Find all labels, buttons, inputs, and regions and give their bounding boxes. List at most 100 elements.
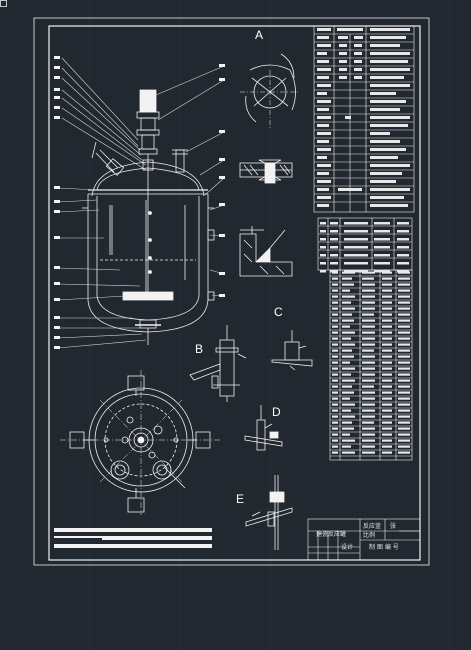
detail-b-view bbox=[189, 325, 247, 402]
parts-row-text-bar bbox=[332, 325, 338, 328]
parts-row-text-bar bbox=[332, 379, 338, 382]
parts-list-rows bbox=[330, 275, 412, 457]
detail-a-view bbox=[240, 53, 300, 130]
parts-row-text-bar bbox=[362, 307, 375, 310]
title-block-drawn: 设计 bbox=[341, 544, 354, 551]
parts-row-text-bar bbox=[382, 325, 392, 328]
parts-row-text-bar bbox=[342, 361, 350, 364]
parts-row-text-bar bbox=[362, 319, 375, 322]
parts-header-text-bar bbox=[344, 238, 368, 241]
parts-row-text-bar bbox=[362, 325, 375, 328]
parts-row-text-bar bbox=[362, 361, 375, 364]
parts-row-text-bar bbox=[398, 379, 410, 382]
parts-row-text-bar bbox=[342, 397, 350, 400]
detail-weld-section bbox=[239, 226, 293, 277]
parts-header-text-bar bbox=[330, 270, 338, 273]
parts-row-text-bar bbox=[398, 271, 410, 274]
parts-row-text-bar bbox=[342, 385, 352, 388]
parts-row-text-bar bbox=[382, 277, 392, 280]
detail-d-view bbox=[244, 405, 283, 451]
parts-row-text-bar bbox=[342, 439, 355, 442]
parts-row-text-bar bbox=[332, 331, 338, 334]
technical-notes bbox=[54, 528, 212, 548]
parts-row-text-bar bbox=[398, 331, 410, 334]
parts-row-text-bar bbox=[332, 301, 338, 304]
parts-row-text-bar bbox=[382, 307, 392, 310]
parts-row-text-bar bbox=[362, 397, 375, 400]
title-block-name: 反应釜 bbox=[363, 523, 382, 530]
parts-row-text-bar bbox=[398, 433, 410, 436]
parts-header-text-bar bbox=[374, 254, 390, 257]
parts-row-text-bar bbox=[362, 415, 375, 418]
parts-row-text-bar bbox=[382, 367, 392, 370]
parts-header-text-bar bbox=[397, 262, 409, 265]
parts-row-text-bar bbox=[382, 361, 392, 364]
title-block-sheet: 张 bbox=[390, 523, 397, 530]
parts-row-text-bar bbox=[382, 283, 392, 286]
detail-flange-section bbox=[239, 159, 293, 184]
parts-row-text-bar bbox=[398, 295, 410, 298]
parts-row-text-bar bbox=[342, 451, 355, 454]
parts-header-text-bar bbox=[344, 270, 368, 273]
parts-header-text-bar bbox=[330, 246, 338, 249]
parts-row-text-bar bbox=[398, 421, 410, 424]
detail-label-a: A bbox=[255, 28, 264, 42]
vessel-plan-view bbox=[60, 370, 222, 515]
parts-row-text-bar bbox=[332, 391, 338, 394]
parts-header-text-bar bbox=[330, 230, 338, 233]
parts-header-text-bar bbox=[397, 230, 409, 233]
parts-row-text-bar bbox=[332, 289, 338, 292]
parts-row-text-bar bbox=[382, 373, 392, 376]
parts-row-text-bar bbox=[342, 409, 351, 412]
parts-row-text-bar bbox=[398, 403, 410, 406]
parts-row-text-bar bbox=[362, 289, 375, 292]
parts-row-text-bar bbox=[342, 391, 354, 394]
parts-row-text-bar bbox=[398, 325, 410, 328]
parts-row-text-bar bbox=[382, 355, 392, 358]
parts-row-text-bar bbox=[332, 361, 338, 364]
parts-header-text-bar bbox=[397, 246, 409, 249]
parts-row-text-bar bbox=[362, 343, 375, 346]
parts-row-text-bar bbox=[362, 367, 375, 370]
parts-row-text-bar bbox=[342, 373, 351, 376]
parts-row-text-bar bbox=[398, 349, 410, 352]
parts-row-text-bar bbox=[382, 343, 392, 346]
title-block bbox=[307, 518, 421, 561]
parts-row-text-bar bbox=[342, 319, 354, 322]
parts-header-text-bar bbox=[330, 238, 338, 241]
parts-row-text-bar bbox=[398, 427, 410, 430]
parts-row-text-bar bbox=[332, 283, 338, 286]
parts-header-text-bar bbox=[374, 222, 390, 225]
parts-row-text-bar bbox=[398, 367, 410, 370]
parts-row-text-bar bbox=[332, 409, 338, 412]
parts-row-text-bar bbox=[332, 415, 338, 418]
parts-row-text-bar bbox=[362, 439, 375, 442]
parts-row-text-bar bbox=[332, 439, 338, 442]
parts-header-text-bar bbox=[320, 270, 326, 273]
parts-row-text-bar bbox=[342, 283, 354, 286]
parts-list-text-bars bbox=[320, 222, 410, 454]
parts-row-text-bar bbox=[332, 445, 338, 448]
parts-row-text-bar bbox=[332, 349, 338, 352]
parts-row-text-bar bbox=[342, 307, 355, 310]
parts-header-text-bar bbox=[320, 254, 326, 257]
parts-row-text-bar bbox=[398, 319, 410, 322]
parts-row-text-bar bbox=[382, 331, 392, 334]
outer-border bbox=[33, 17, 430, 566]
parts-row-text-bar bbox=[332, 373, 338, 376]
parts-row-text-bar bbox=[382, 289, 392, 292]
vessel-leader-ticks bbox=[54, 56, 225, 349]
vessel-leaders bbox=[57, 57, 225, 349]
parts-row-text-bar bbox=[382, 319, 392, 322]
parts-row-text-bar bbox=[398, 445, 410, 448]
parts-row-text-bar bbox=[362, 337, 375, 340]
title-block-title: 搪瓷反应罐 bbox=[316, 531, 347, 538]
parts-row-text-bar bbox=[332, 295, 338, 298]
motor bbox=[139, 89, 157, 113]
parts-row-text-bar bbox=[398, 301, 410, 304]
parts-row-text-bar bbox=[382, 271, 392, 274]
parts-row-text-bar bbox=[342, 403, 355, 406]
title-block-drawing-no: 制 图 编 号 bbox=[369, 544, 399, 551]
parts-row-text-bar bbox=[342, 277, 352, 280]
corner-marker bbox=[0, 0, 7, 7]
